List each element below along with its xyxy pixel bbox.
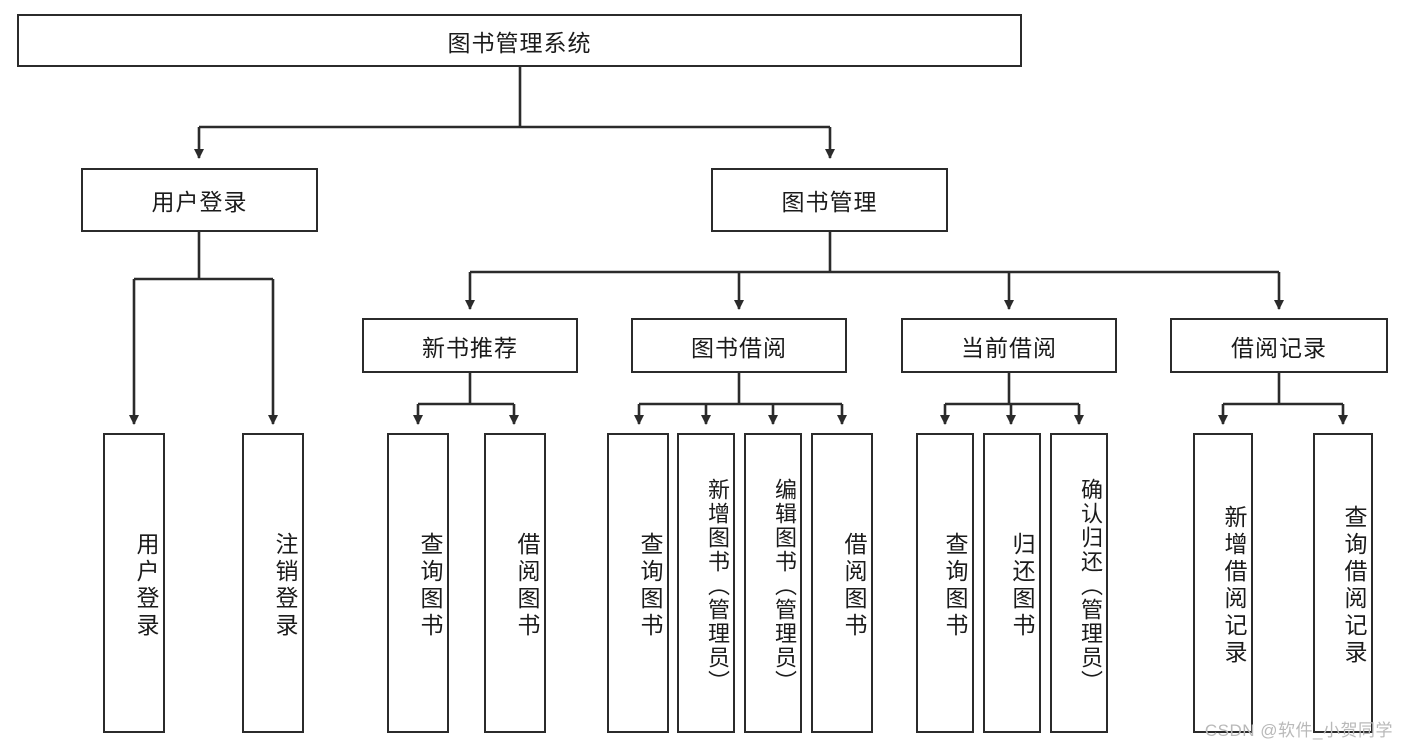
leaf-query-book-2[interactable]: 查询图书 [607, 433, 669, 733]
leaf-add-book[interactable]: 新增图书（管理员） [677, 433, 735, 733]
leaf-confirm-return[interactable]: 确认归还（管理员） [1050, 433, 1108, 733]
leaf-borrow-book-2[interactable]: 借阅图书 [811, 433, 873, 733]
leaf-borrow-book-1[interactable]: 借阅图书 [484, 433, 546, 733]
node-book-borrow-label: 图书借阅 [691, 334, 787, 361]
leaf-query-book-2-label: 查询图书 [637, 532, 663, 640]
node-borrow-record[interactable]: 借阅记录 [1170, 318, 1388, 373]
leaf-query-book-3-label: 查询图书 [942, 532, 968, 640]
node-user-login-label: 用户登录 [151, 189, 248, 215]
node-borrow-record-label: 借阅记录 [1231, 334, 1327, 361]
leaf-add-book-label: 新增图书（管理员） [705, 478, 730, 694]
node-book-manage-label: 图书管理 [781, 189, 878, 215]
leaf-borrow-book-2-label: 借阅图书 [841, 532, 867, 640]
leaf-return-book[interactable]: 归还图书 [983, 433, 1041, 733]
leaf-user-login[interactable]: 用户登录 [103, 433, 165, 733]
csdn-watermark: CSDN @软件_小贺同学 [1204, 721, 1393, 740]
node-book-manage[interactable]: 图书管理 [711, 168, 948, 232]
leaf-edit-book-label: 编辑图书（管理员） [772, 478, 797, 694]
leaf-user-logout[interactable]: 注销登录 [242, 433, 304, 733]
node-current-borrow[interactable]: 当前借阅 [901, 318, 1117, 373]
node-new-book-recommend[interactable]: 新书推荐 [362, 318, 578, 373]
leaf-add-record-label: 新增借阅记录 [1221, 505, 1247, 667]
node-user-login[interactable]: 用户登录 [81, 168, 318, 232]
node-new-book-recommend-label: 新书推荐 [422, 334, 518, 361]
leaf-add-record[interactable]: 新增借阅记录 [1193, 433, 1253, 733]
leaf-return-book-label: 归还图书 [1009, 532, 1035, 640]
leaf-user-login-label: 用户登录 [133, 532, 159, 640]
node-current-borrow-label: 当前借阅 [961, 334, 1057, 361]
leaf-borrow-book-1-label: 借阅图书 [514, 532, 540, 640]
leaf-query-book-3[interactable]: 查询图书 [916, 433, 974, 733]
leaf-confirm-return-label: 确认归还（管理员） [1078, 478, 1103, 694]
leaf-query-book-1-label: 查询图书 [417, 532, 443, 640]
leaf-edit-book[interactable]: 编辑图书（管理员） [744, 433, 802, 733]
leaf-query-record[interactable]: 查询借阅记录 [1313, 433, 1373, 733]
leaf-query-book-1[interactable]: 查询图书 [387, 433, 449, 733]
node-book-borrow[interactable]: 图书借阅 [631, 318, 847, 373]
leaf-user-logout-label: 注销登录 [272, 532, 298, 640]
leaf-query-record-label: 查询借阅记录 [1341, 505, 1367, 667]
node-root[interactable]: 图书管理系统 [17, 14, 1022, 67]
node-root-label: 图书管理系统 [447, 29, 592, 56]
